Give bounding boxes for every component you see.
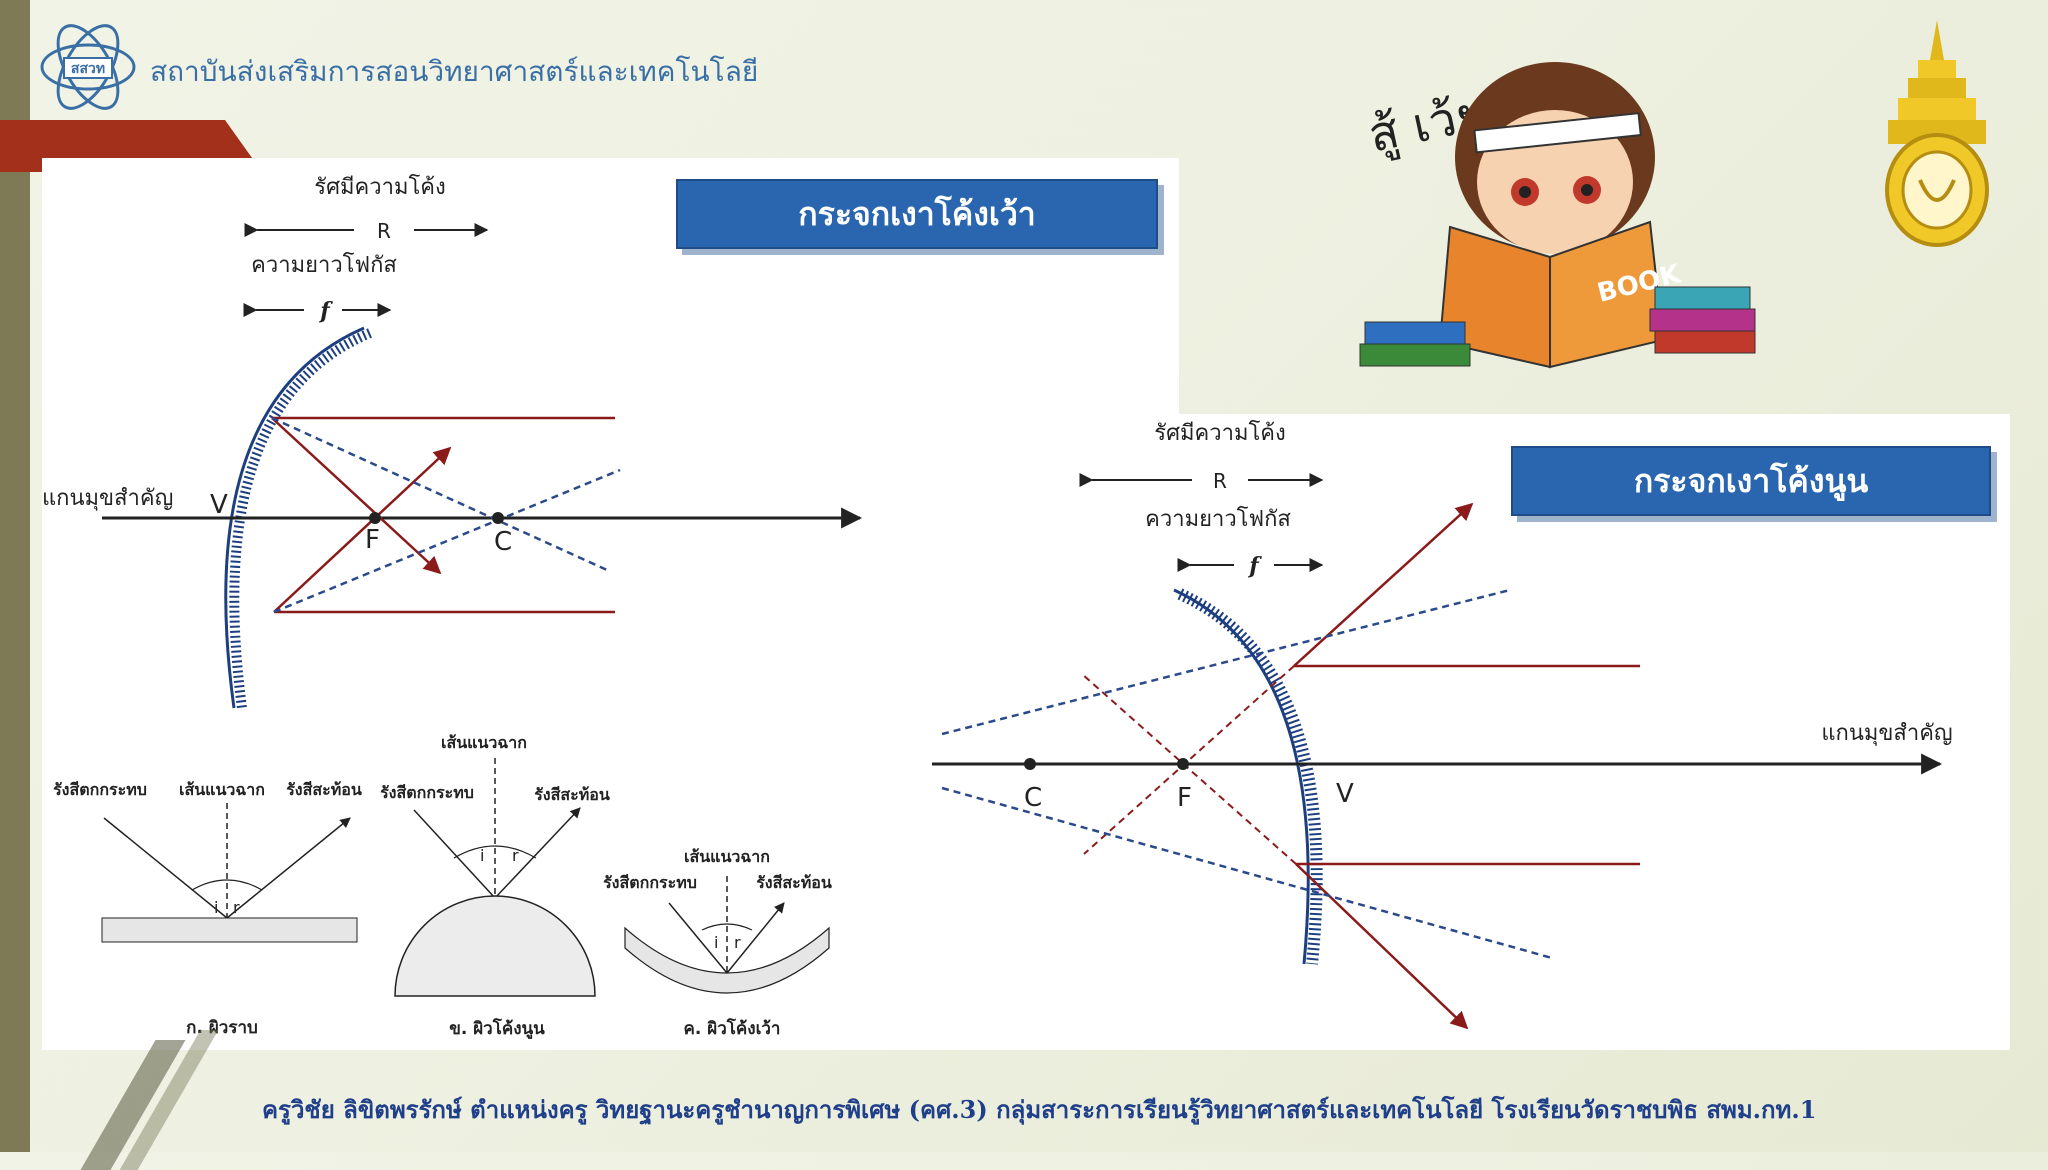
concave-mirror-hatching bbox=[229, 328, 372, 709]
concave-focal-label: ความยาวโฟกัส bbox=[251, 252, 397, 278]
concave-angle-arc bbox=[701, 923, 753, 931]
concave-surface bbox=[624, 926, 830, 994]
concave-center-label: C bbox=[494, 527, 512, 557]
ipst-logo: สสวท bbox=[40, 24, 136, 110]
ray-through-c-top bbox=[271, 416, 608, 572]
flat-reflected-label: รังสีสะท้อน bbox=[286, 780, 362, 799]
convex-axis-label: แกนมุขสำคัญ bbox=[1821, 721, 1952, 746]
concave-axis-label: แกนมุขสำคัญ bbox=[42, 486, 173, 511]
convex-incident-label: รังสีตกกระทบ bbox=[380, 783, 474, 802]
concave-title: กระจกเงาโค้งเว้า bbox=[676, 179, 1158, 249]
convex-reflected-ray-bottom bbox=[1295, 863, 1469, 1030]
concave-vertex-label: V bbox=[210, 490, 228, 520]
reflection-flat-diagram: รังสีตกกระทบ เส้นแนวฉาก รังสีสะท้อน i r … bbox=[53, 780, 362, 1038]
concave-normal-label-small: เส้นแนวฉาก bbox=[684, 847, 770, 866]
org-title: สถาบันส่งเสริมการสอนวิทยาศาสตร์และเทคโนโ… bbox=[150, 55, 759, 88]
center-point bbox=[492, 512, 504, 524]
concave-r: r bbox=[734, 933, 741, 952]
convex-focal-label: ความยาวโฟกัส bbox=[1145, 506, 1291, 532]
concave-radius-label: รัศมีความโค้ง bbox=[314, 174, 445, 200]
convex-mirror-panel: รัศมีความโค้ง R ความยาวโฟกัส f แกนมุขสำค… bbox=[912, 414, 2010, 1050]
reading-boy-illustration: สู้ เว้ย!! BOOK bbox=[1359, 62, 1756, 369]
convex-incident-ray bbox=[413, 809, 496, 899]
footer-credit: ครูวิชัย ลิขิตพรรักษ์ ตำแหน่งครู วิทยฐาน… bbox=[262, 1095, 1817, 1124]
convex-center-point bbox=[1024, 758, 1036, 770]
ray-through-c-bottom bbox=[273, 468, 621, 614]
convex-virtual-ray-bottom bbox=[1081, 673, 1297, 865]
flat-incident-ray bbox=[103, 817, 228, 919]
convex-angle-arc bbox=[453, 845, 537, 859]
convex-focal-symbol: f bbox=[1247, 553, 1262, 579]
concave-mirror-diagram: รัศมีความโค้ง R ความยาวโฟกัส f แกนมุขสำค… bbox=[42, 174, 863, 1040]
concave-radius-symbol: R bbox=[377, 219, 391, 243]
reflected-ray-top bbox=[271, 417, 442, 575]
convex-reflected-label: รังสีสะท้อน bbox=[534, 785, 610, 804]
convex-mirror-hatching bbox=[1177, 588, 1323, 965]
flat-i: i bbox=[214, 898, 218, 917]
convex-ray-through-c-top bbox=[941, 588, 1511, 736]
flat-r: r bbox=[233, 898, 240, 917]
convex-focus-point bbox=[1177, 758, 1189, 770]
focus-point bbox=[369, 512, 381, 524]
convex-radius-label: รัศมีความโค้ง bbox=[1154, 420, 1285, 446]
flat-incident-label: รังสีตกกระทบ bbox=[53, 780, 147, 799]
convex-normal-label: เส้นแนวฉาก bbox=[441, 733, 527, 752]
concave-reflected-ray bbox=[726, 902, 785, 974]
convex-i: i bbox=[480, 846, 484, 865]
convex-vertex-label: V bbox=[1336, 779, 1354, 809]
convex-reflected-ray-top bbox=[1293, 502, 1474, 667]
reflected-ray-bottom bbox=[273, 446, 452, 613]
convex-caption: ข. ผิวโค้งนูน bbox=[449, 1018, 545, 1040]
concave-incident-ray bbox=[668, 902, 728, 974]
concave-reflected-label: รังสีสะท้อน bbox=[756, 873, 832, 892]
convex-mirror-diagram: รัศมีความโค้ง R ความยาวโฟกัส f แกนมุขสำค… bbox=[932, 420, 1953, 1030]
flat-surface bbox=[101, 917, 358, 943]
convex-ray-through-c-bottom bbox=[941, 786, 1553, 960]
concave-mirror-surface bbox=[224, 326, 365, 709]
convex-surface bbox=[394, 895, 596, 997]
reflection-concave-diagram: เส้นแนวฉาก รังสีตกกระทบ รังสีสะท้อน i r … bbox=[603, 847, 832, 1039]
school-emblem bbox=[1885, 20, 1989, 247]
concave-i: i bbox=[714, 933, 718, 952]
flat-angle-arc bbox=[191, 879, 263, 891]
reflection-convex-diagram: เส้นแนวฉาก รังสีตกกระทบ รังสีสะท้อน i r … bbox=[380, 733, 610, 1040]
convex-radius-symbol: R bbox=[1213, 469, 1227, 493]
concave-caption: ค. ผิวโค้งเว้า bbox=[684, 1018, 781, 1039]
convex-virtual-ray-top bbox=[1083, 665, 1295, 855]
concave-incident-label: รังสีตกกระทบ bbox=[603, 873, 697, 892]
left-decor-band bbox=[0, 0, 30, 1152]
flat-reflected-ray bbox=[226, 817, 351, 919]
concave-focus-label: F bbox=[365, 525, 380, 555]
flat-normal-label: เส้นแนวฉาก bbox=[179, 780, 265, 799]
flat-caption: ก. ผิวราบ bbox=[186, 1018, 258, 1038]
convex-reflected-ray bbox=[494, 807, 581, 899]
convex-focus-label: F bbox=[1177, 783, 1192, 813]
concave-focal-symbol: f bbox=[318, 298, 333, 324]
logo-text: สสวท bbox=[71, 61, 105, 77]
convex-r: r bbox=[512, 846, 519, 865]
convex-mirror-surface bbox=[1173, 588, 1310, 965]
convex-title: กระจกเงาโค้งนูน bbox=[1511, 446, 1991, 516]
convex-center-label: C bbox=[1024, 783, 1042, 813]
